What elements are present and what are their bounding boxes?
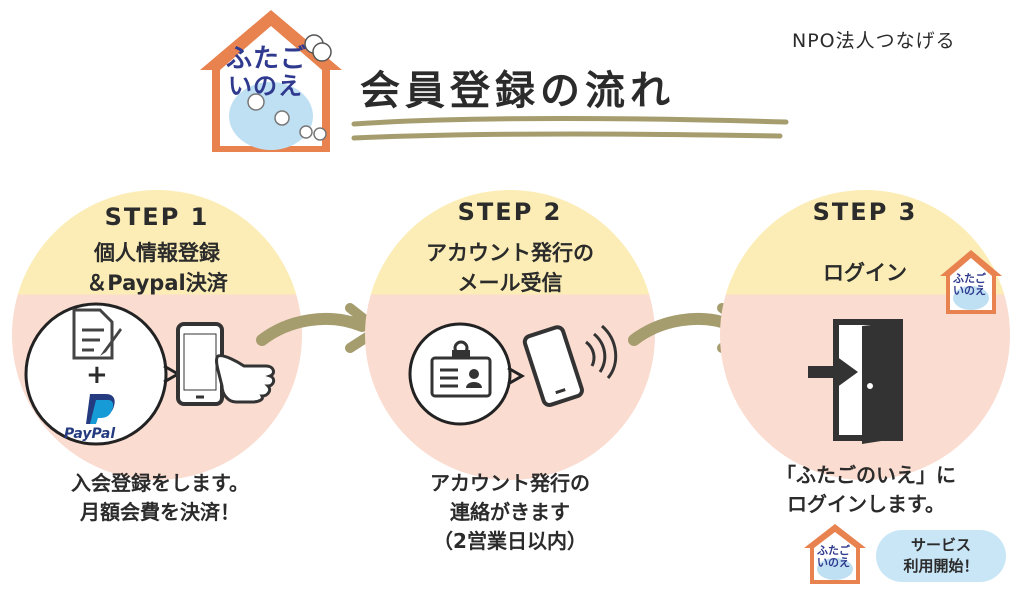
- smartphone-signal-icon: [522, 324, 618, 407]
- logo-text-line1: ふたご: [226, 44, 308, 74]
- svg-text:いのえ: いのえ: [817, 556, 850, 569]
- logo: ふたご いのえ: [196, 6, 346, 156]
- step2-circle: [365, 190, 655, 480]
- id-card-icon: [430, 340, 492, 398]
- badge-line1: サービス: [910, 536, 971, 554]
- step2-text-line2: メール受信: [457, 271, 563, 295]
- logo-text-line2: いのえ: [228, 72, 303, 100]
- step3-label: STEP 3: [812, 198, 918, 226]
- svg-text:いのえ: いのえ: [953, 284, 986, 297]
- document-edit-icon: [72, 308, 122, 360]
- service-start-badge: サービス 利用開始！: [876, 530, 1006, 582]
- step2-label: STEP 2: [457, 198, 563, 226]
- smartphone-icon: [176, 322, 224, 406]
- house-logo-icon: [200, 10, 342, 152]
- step1-text-line1: 個人情報登録: [94, 241, 220, 265]
- title-underline: [351, 116, 789, 141]
- svg-text:ふたご: ふたご: [953, 271, 987, 285]
- page-title: 会員登録の流れ: [360, 68, 675, 114]
- step2-desc-line3: （2営業日以内）: [433, 529, 587, 553]
- step1-text-line2: ＆Paypal決済: [86, 271, 228, 295]
- login-door-icon: [808, 319, 903, 444]
- step2-desc-line2: 連絡がきます: [450, 500, 570, 524]
- step1-label: STEP 1: [104, 203, 210, 231]
- paypal-icon: [86, 394, 115, 424]
- badge-line2: 利用開始！: [903, 557, 979, 575]
- step3-text-line1: ログイン: [823, 261, 907, 285]
- svg-text:ふたご: ふたご: [817, 543, 851, 557]
- step1-desc-line1: 入会登録をします。: [71, 471, 249, 495]
- small-house-logo-icon: ふたご いのえ: [940, 250, 1002, 314]
- step3-desc-line2: ログインします。: [787, 492, 945, 516]
- org-name: NPO法人つなげる: [792, 30, 956, 52]
- step2-desc-line1: アカウント発行の: [430, 471, 590, 495]
- pointing-hand-icon: [215, 354, 276, 404]
- paypal-label: PayPal: [64, 426, 116, 442]
- step3-desc-line1: 「ふたごのいえ」に: [776, 463, 956, 487]
- step2-text-line1: アカウント発行の: [426, 241, 594, 265]
- step1-desc-line2: 月額会費を決済！: [80, 500, 240, 524]
- plus-sign: +: [86, 360, 108, 390]
- small-house-logo-icon: ふたご いのえ: [804, 524, 866, 584]
